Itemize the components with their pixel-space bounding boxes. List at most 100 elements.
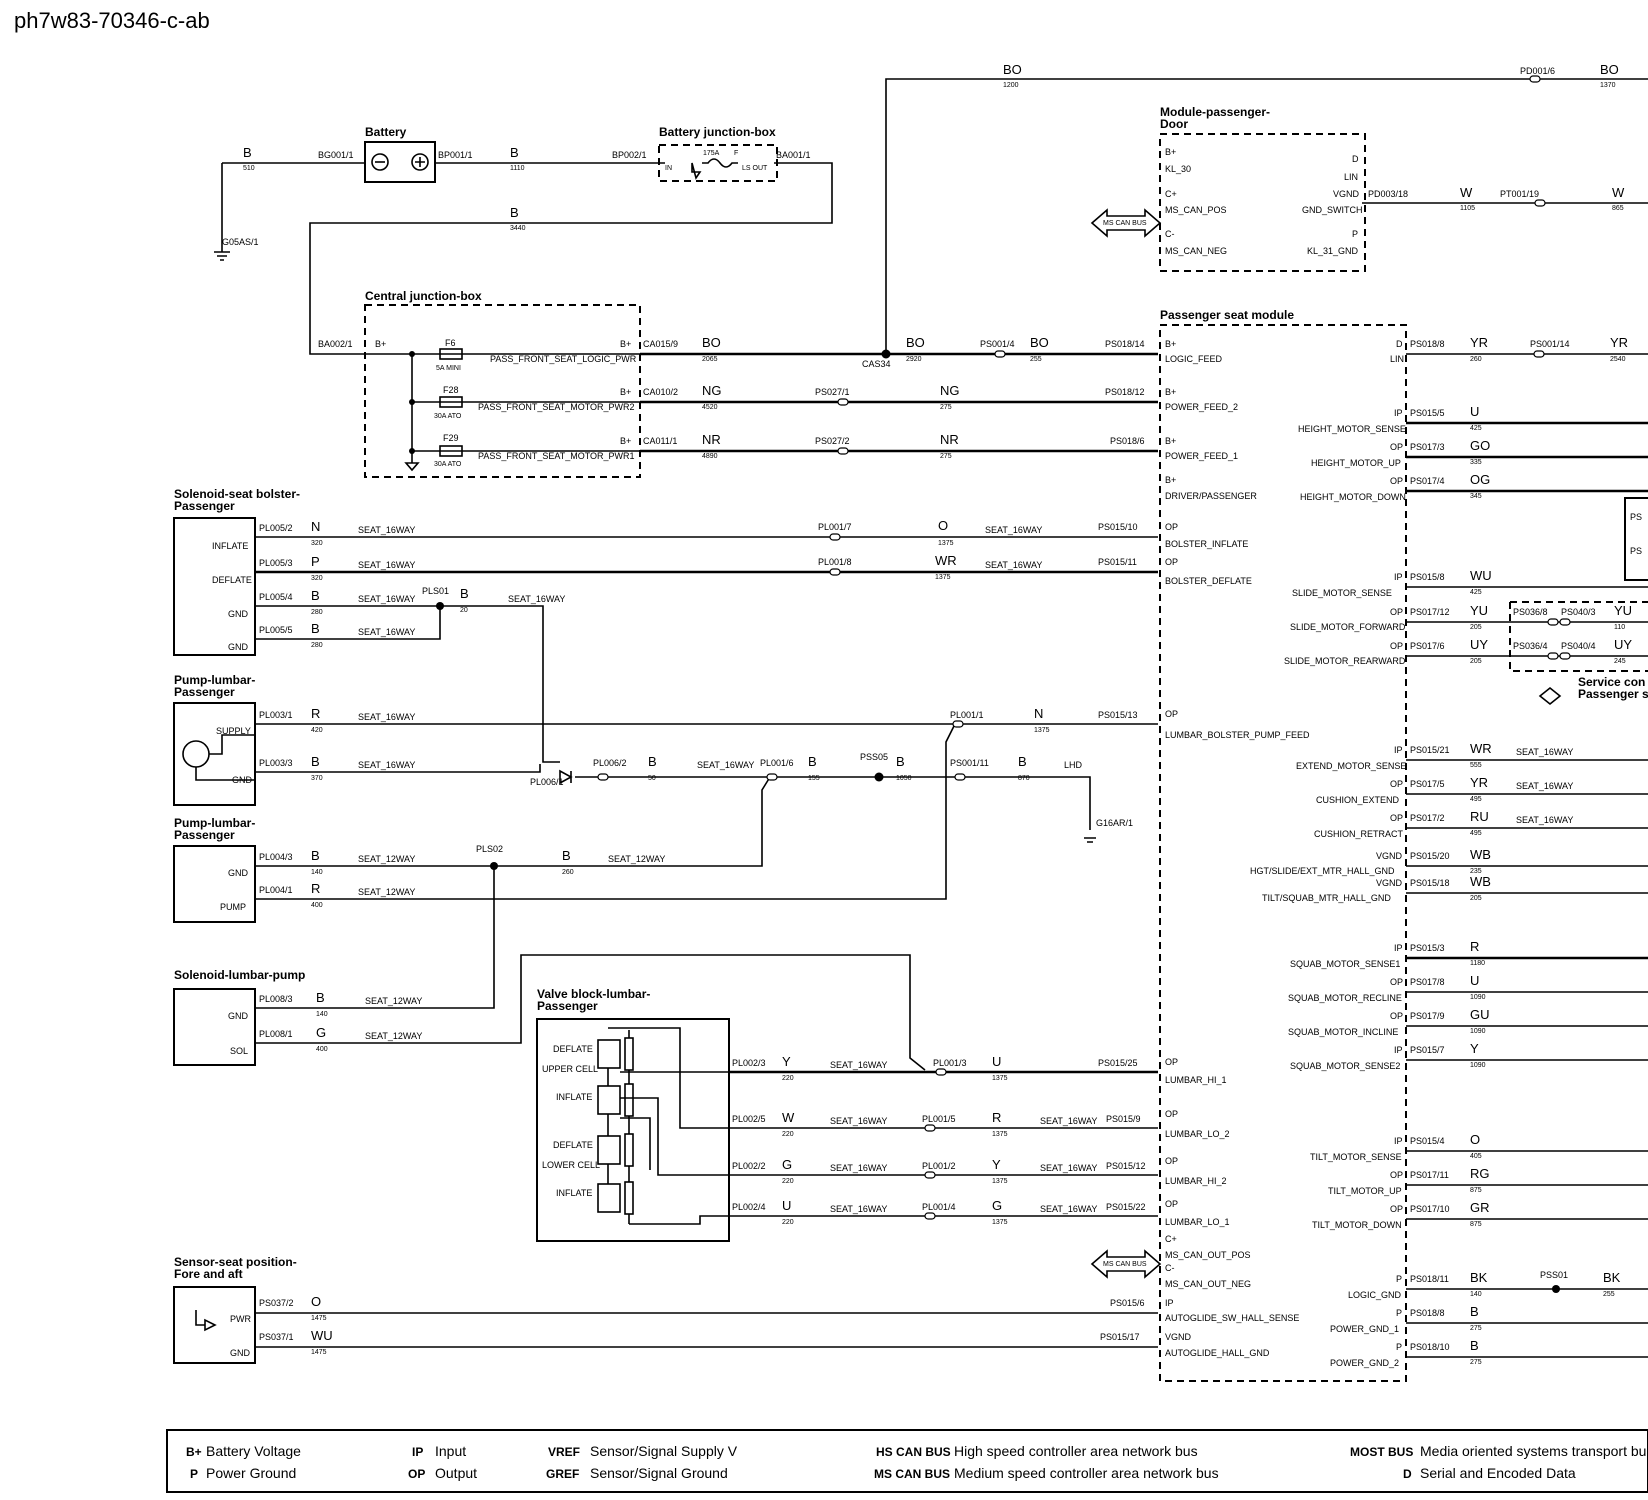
- door-module-title-2: Door: [1160, 117, 1188, 131]
- bolster-solenoid-title-2: Passenger: [174, 499, 235, 513]
- label: 140: [311, 869, 323, 876]
- label: SEAT_16WAY: [1516, 747, 1573, 757]
- label: SEAT_16WAY: [830, 1204, 887, 1214]
- label: PS017/5: [1410, 779, 1445, 789]
- label: PL002/3: [732, 1058, 766, 1068]
- label: O: [938, 518, 948, 533]
- label: SEAT_16WAY: [985, 560, 1042, 570]
- label: PD001/6: [1520, 66, 1555, 76]
- label: SEAT_16WAY: [358, 627, 415, 637]
- label: PS001/14: [1530, 339, 1570, 349]
- label: U: [782, 1198, 791, 1213]
- label: CA010/2: [643, 387, 678, 397]
- legend-key: P: [190, 1467, 198, 1481]
- label: CUSHION_EXTEND: [1316, 795, 1400, 805]
- label: 1180: [1470, 960, 1485, 967]
- label: 275: [1470, 1359, 1482, 1366]
- label: PUMP: [220, 902, 246, 912]
- label: PL001/5: [922, 1114, 956, 1124]
- legend: B+ Battery Voltage P Power Ground IP Inp…: [186, 1443, 1646, 1481]
- label: 155: [808, 775, 820, 782]
- label: PS015/17: [1100, 1332, 1140, 1342]
- label: PASS_FRONT_SEAT_LOGIC_PWR: [490, 354, 637, 364]
- label: BK: [1603, 1270, 1621, 1285]
- label: SEAT_16WAY: [358, 594, 415, 604]
- label: OP: [1390, 1170, 1403, 1180]
- label: B: [311, 848, 320, 863]
- service-connector-title-2: Passenger s: [1578, 687, 1648, 701]
- label: YR: [1470, 335, 1488, 350]
- label: B: [460, 586, 469, 601]
- label: B+: [620, 436, 631, 446]
- label: 140: [316, 1011, 328, 1018]
- legend-key: VREF: [548, 1445, 580, 1459]
- label: YU: [1614, 603, 1632, 618]
- label: 405: [1470, 1153, 1482, 1160]
- label: PS017/12: [1410, 607, 1450, 617]
- label: W: [782, 1110, 795, 1125]
- label: 50: [648, 775, 656, 782]
- label: P: [1396, 1342, 1402, 1352]
- label: PL005/3: [259, 558, 293, 568]
- label: 275: [1470, 1325, 1482, 1332]
- label: B: [510, 205, 519, 220]
- label: PL001/1: [950, 710, 984, 720]
- label: 1375: [938, 540, 954, 547]
- label: 495: [1470, 796, 1482, 803]
- label: PD003/18: [1368, 189, 1408, 199]
- label: TILT_MOTOR_UP: [1328, 1186, 1402, 1196]
- label: PL001/7: [818, 522, 852, 532]
- label: OG: [1470, 472, 1490, 487]
- label: MS_CAN_OUT_NEG: [1165, 1279, 1251, 1289]
- label: PL002/5: [732, 1114, 766, 1124]
- label: N: [311, 519, 320, 534]
- label: PS017/10: [1410, 1204, 1450, 1214]
- label: 255: [1603, 1291, 1615, 1298]
- label: LOGIC_FEED: [1165, 354, 1223, 364]
- label: LUMBAR_HI_1: [1165, 1075, 1227, 1085]
- label: 205: [1470, 895, 1482, 902]
- label: R: [311, 706, 320, 721]
- label: SEAT_12WAY: [358, 854, 415, 864]
- label: BO: [702, 335, 721, 350]
- label: SOL: [230, 1046, 248, 1056]
- label: 2065: [702, 356, 718, 363]
- label: OP: [1390, 977, 1403, 987]
- label: G: [992, 1198, 1002, 1213]
- label: SEAT_12WAY: [358, 887, 415, 897]
- label: P: [1396, 1308, 1402, 1318]
- label: INFLATE: [556, 1188, 592, 1198]
- label: VGND: [1376, 851, 1403, 861]
- label: PS018/11: [1410, 1274, 1449, 1284]
- label: R: [1470, 939, 1479, 954]
- label: PS018/8: [1410, 1308, 1445, 1318]
- label: WR: [935, 553, 957, 568]
- label: PL006/1: [530, 777, 564, 787]
- label: 220: [782, 1178, 794, 1185]
- label: B: [510, 145, 519, 160]
- label: OP: [1390, 476, 1403, 486]
- label: LHD: [1064, 760, 1083, 770]
- label: OP: [1390, 442, 1403, 452]
- label: SLIDE_MOTOR_REARWARD: [1284, 656, 1406, 666]
- label: PS017/6: [1410, 641, 1445, 651]
- label: MS CAN BUS: [1103, 1261, 1147, 1268]
- label: DRIVER/PASSENGER: [1165, 491, 1257, 501]
- label: PS015/4: [1410, 1136, 1445, 1146]
- label: 870: [1018, 775, 1030, 782]
- label: PASS_FRONT_SEAT_MOTOR_PWR2: [478, 402, 635, 412]
- label: SLIDE_MOTOR_SENSE: [1292, 588, 1392, 598]
- label: RG: [1470, 1166, 1490, 1181]
- label: 30A ATO: [434, 413, 462, 420]
- label: B: [562, 848, 571, 863]
- label: WB: [1470, 874, 1491, 889]
- label: 30A ATO: [434, 461, 462, 468]
- label: 400: [311, 902, 323, 909]
- label: F28: [443, 385, 459, 395]
- battery-title: Battery: [365, 125, 407, 139]
- pump-a-title-2: Passenger: [174, 685, 235, 699]
- label: 245: [1614, 658, 1626, 665]
- junction-dots: [409, 349, 1560, 1293]
- label: OP: [1165, 522, 1178, 532]
- label: B: [1470, 1304, 1479, 1319]
